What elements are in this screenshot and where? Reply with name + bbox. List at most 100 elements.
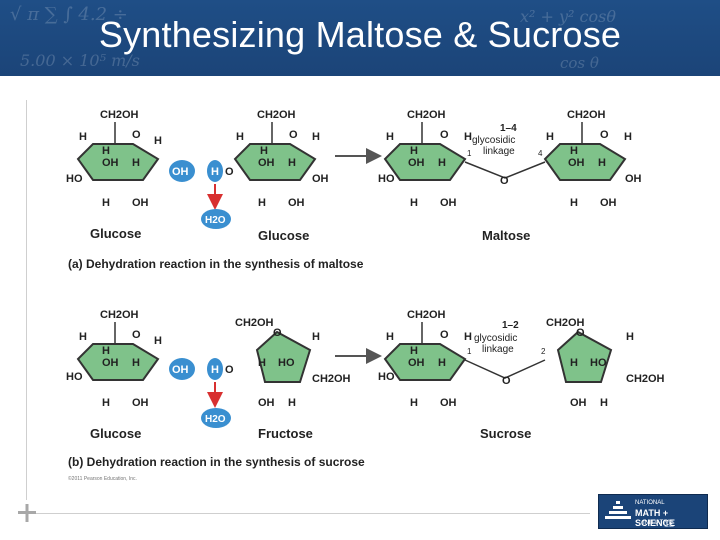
h-bubble-label: H [211,364,219,376]
h-label: H [79,131,87,143]
h-label: H [464,131,472,143]
carbon-number: 2 [541,347,546,356]
ho-label: HO [66,371,83,383]
oh-bubble: OH [169,358,195,380]
slide-title: Synthesizing Maltose & Sucrose [98,14,622,55]
water-bubble: H2O [201,209,231,229]
caption-b: (b) Dehydration reaction in the synthesi… [68,455,365,469]
ring-oxygen: O [440,129,449,141]
panel-b: CH2OH O H H H OH H HO H OH OH H O H2O [66,309,665,482]
oh-label: OH [312,173,329,185]
ch2oh-label: CH2OH [312,373,351,385]
h-label: H [102,397,110,409]
h-bubble: H O [207,358,234,380]
water-bubble: H2O [201,408,231,428]
ho-label: HO [378,173,395,185]
ch2oh-label: CH2OH [626,373,665,385]
sucrose-ring-left: CH2OH O H H H OH H HO H OH 1 [378,309,472,409]
linkage-number: 1–2 [502,320,519,331]
h-label: H [600,397,608,409]
molecule-name: Glucose [90,226,141,241]
bridge-oxygen: O [500,175,509,187]
fructose-ring: CH2OH O H H HO CH2OH OH H [235,317,351,409]
h-label: H [410,145,418,157]
ho-label: HO [66,173,83,185]
h-label: H [132,157,140,169]
h-label: H [464,331,472,343]
maltose-ring-right: CH2OH O H H H OH H OH H OH [543,109,642,209]
h-bubble-label: H [211,166,219,178]
panel-a: CH2OH O H H H OH H HO H OH OH H O H2O [66,109,642,271]
h-label: H [258,357,266,369]
background-scribble: √ π ∑ ∫ 4.2 ÷ x² + y² cosθ 5.00 × 10⁵ m/… [10,4,616,72]
molecule-name: Glucose [90,426,141,441]
ho-label: HO [278,357,295,369]
glucose-ring-a2: CH2OH O H H H OH H OH H OH [233,109,329,209]
nmsi-logo: NATIONAL MATH + SCIENCE INITIATIVE [598,494,708,529]
linkage-label: linkage [482,344,514,355]
reaction-diagram: CH2OH O H H H OH H HO H OH OH H O H2O [66,109,665,482]
oh-bubble: OH [169,160,195,182]
ch2oh-label: CH2OH [100,309,139,321]
glucose-ring-a1: CH2OH O H H H OH H HO H OH [66,109,162,209]
glycosidic-linkage-a: O 1–4 glycosidic linkage 4 [464,123,546,187]
carbon-number: 1 [467,347,472,356]
carbon-number: 4 [538,149,543,158]
oh-label: OH [440,397,457,409]
h-label: H [312,331,320,343]
svg-text:cos θ: cos θ [560,54,599,72]
h-label: H [79,331,87,343]
logo-text: MATH + SCIENCE [635,508,676,528]
ch2oh-label: CH2OH [257,109,296,121]
ring-oxygen: O [132,329,141,341]
h-label: H [598,157,606,169]
oh-label: OH [600,197,617,209]
h-label: H [258,197,266,209]
h-label: H [288,157,296,169]
ch2oh-label: CH2OH [546,317,585,329]
h-label: H [260,145,268,157]
h-label: H [132,357,140,369]
ho-label: HO [590,357,607,369]
oh-label: OH [570,397,587,409]
ring-oxygen: O [132,129,141,141]
oh-label: OH [440,197,457,209]
oh-label: OH [288,197,305,209]
page-number: 12 [664,519,675,529]
oh-label: OH [132,397,149,409]
ring-oxygen: O [273,327,282,339]
o-label: O [225,166,234,178]
ch2oh-label: CH2OH [100,109,139,121]
logo-mark-icon [605,501,631,519]
oh-label: OH [408,357,425,369]
logo-text: NATIONAL [635,500,665,506]
h-bubble: H O [207,160,234,182]
copyright: ©2011 Pearson Education, Inc. [68,475,137,482]
bridge-oxygen: O [502,375,511,387]
h-label: H [570,197,578,209]
h-label: H [102,345,110,357]
h-label: H [410,197,418,209]
molecule-name: Glucose [258,228,309,243]
o-label: O [225,364,234,376]
h-label: H [410,397,418,409]
oh-bubble-label: OH [172,166,189,178]
maltose-ring-left: CH2OH O H H H OH H HO H OH 1 [378,109,472,209]
svg-text:5.00 × 10⁵ m/s: 5.00 × 10⁵ m/s [20,51,140,70]
oh-label: OH [625,173,642,185]
ch2oh-label: CH2OH [567,109,606,121]
svg-text:x² + y² cosθ: x² + y² cosθ [520,7,616,26]
oh-label: OH [408,157,425,169]
svg-text:√ π ∑ ∫ 4.2 ÷: √ π ∑ ∫ 4.2 ÷ [10,4,128,25]
h-label: H [154,335,162,347]
oh-bubble-label: OH [172,364,189,376]
h-label: H [570,145,578,157]
plus-icon [18,504,36,522]
h-label: H [438,157,446,169]
h-label: H [546,131,554,143]
linkage-label: glycosidic [474,333,517,344]
linkage-number: 1–4 [500,123,517,134]
ring-oxygen: O [289,129,298,141]
linkage-label: glycosidic [472,135,515,146]
ring-oxygen: O [440,329,449,341]
